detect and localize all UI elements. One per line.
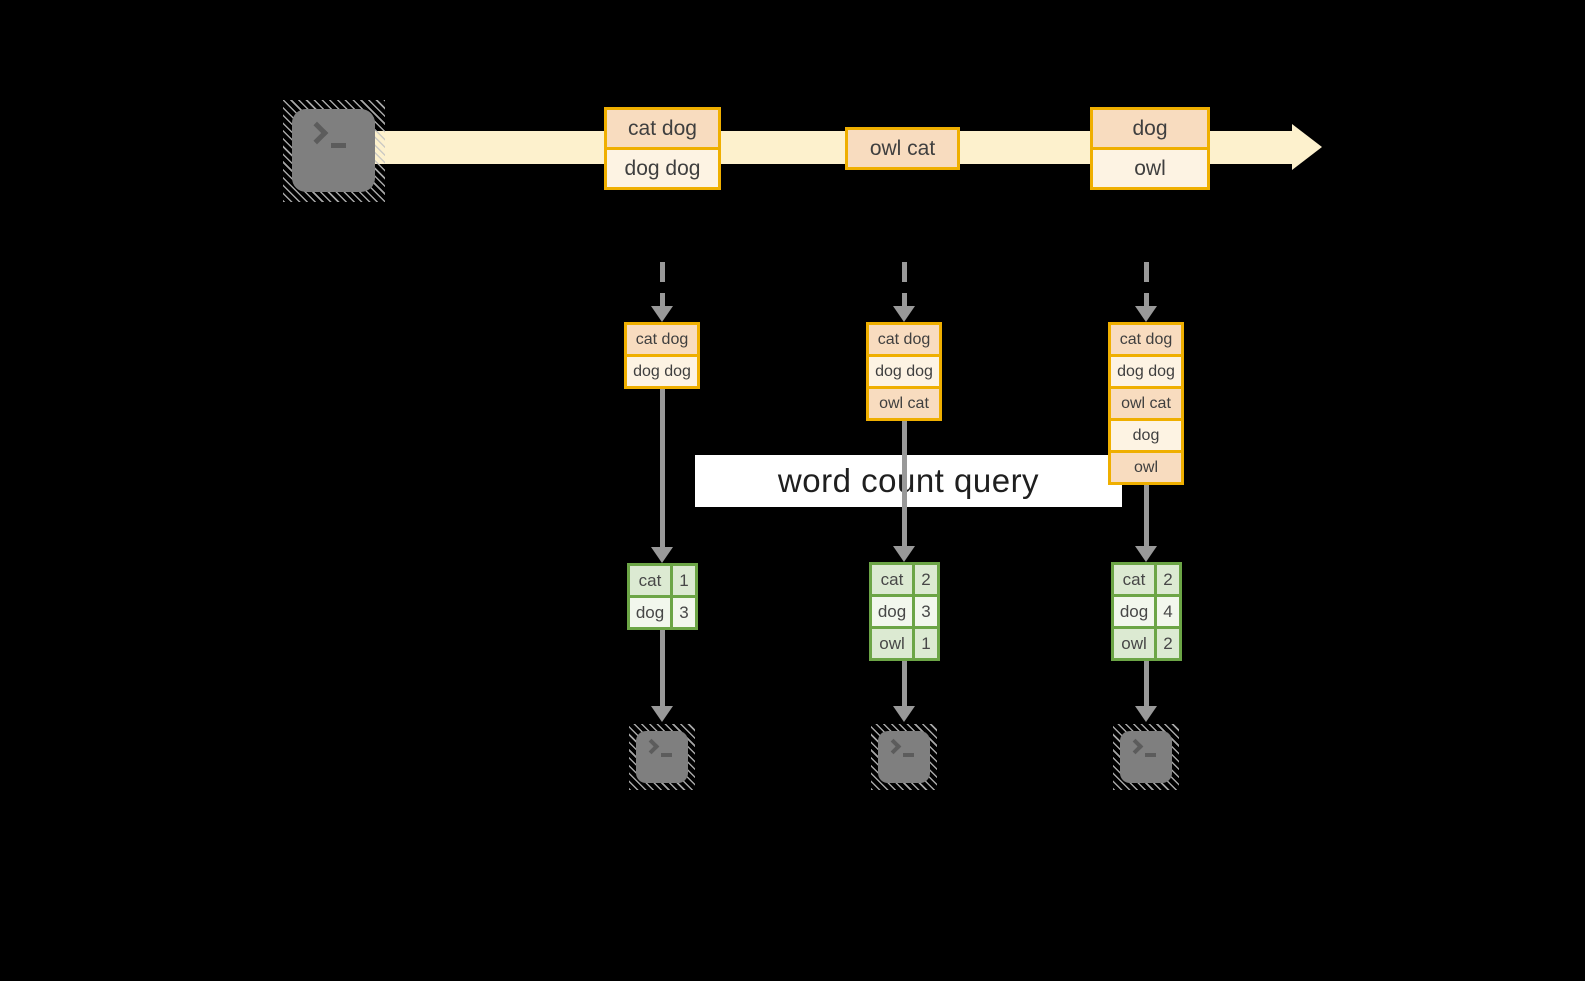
prompt-underscore-icon — [1145, 753, 1156, 757]
batch-item: owl — [1093, 147, 1207, 187]
ingest-arrowhead — [1135, 306, 1157, 322]
state-item: owl cat — [869, 386, 939, 418]
batch-item: owl cat — [848, 130, 957, 167]
output-arrowhead — [651, 706, 673, 722]
query-arrowhead — [1135, 546, 1157, 562]
terminal-icon — [871, 724, 937, 790]
terminal-icon — [629, 724, 695, 790]
prompt-chevron-icon — [643, 738, 660, 755]
count-cell: 2 — [1154, 565, 1179, 594]
count-cell: 3 — [670, 598, 695, 627]
count-cell: 2 — [912, 565, 937, 594]
count-cell: 1 — [670, 566, 695, 595]
stream-arrowhead — [1292, 124, 1322, 170]
table-row: cat 1 — [630, 566, 695, 595]
state-item: cat dog — [869, 325, 939, 354]
stream-batch: owl cat — [845, 127, 960, 170]
prompt-underscore-icon — [661, 753, 672, 757]
terminal-screen — [292, 109, 375, 192]
word-cell: cat — [630, 566, 670, 595]
terminal-screen — [878, 731, 930, 783]
output-arrowhead — [893, 706, 915, 722]
terminal-icon — [283, 100, 385, 202]
word-cell: cat — [1114, 565, 1154, 594]
output-arrow — [660, 630, 665, 706]
count-cell: 4 — [1154, 597, 1179, 626]
state-item: dog dog — [1111, 354, 1181, 386]
table-row: dog 3 — [872, 594, 937, 626]
terminal-icon — [1113, 724, 1179, 790]
prompt-chevron-icon — [1127, 738, 1144, 755]
batch-item: cat dog — [607, 110, 718, 147]
batch-item: dog dog — [607, 147, 718, 187]
terminal-screen — [1120, 731, 1172, 783]
stream-batch: cat dog dog dog — [604, 107, 721, 190]
word-count-table: cat 2 dog 3 owl 1 — [869, 562, 940, 661]
output-arrow — [1144, 661, 1149, 706]
state-item: dog dog — [627, 354, 697, 386]
prompt-chevron-icon — [885, 738, 902, 755]
count-cell: 2 — [1154, 629, 1179, 658]
prompt-chevron-icon — [305, 121, 329, 145]
count-cell: 1 — [912, 629, 937, 658]
output-arrow — [902, 661, 907, 706]
query-arrow — [1144, 485, 1149, 546]
table-row: owl 1 — [872, 626, 937, 658]
query-label: word count query — [695, 455, 1122, 507]
query-arrow — [902, 421, 907, 546]
state-item: owl — [1111, 450, 1181, 482]
output-arrowhead — [1135, 706, 1157, 722]
word-cell: dog — [872, 597, 912, 626]
query-arrow — [660, 389, 665, 547]
state-item: owl cat — [1111, 386, 1181, 418]
table-row: cat 2 — [1114, 565, 1179, 594]
ingest-arrowhead — [893, 306, 915, 322]
state-stack: cat dog dog dog owl cat — [866, 322, 942, 421]
word-count-table: cat 1 dog 3 — [627, 563, 698, 630]
stream-batch: dog owl — [1090, 107, 1210, 190]
ingest-arrow — [1144, 262, 1149, 306]
word-cell: cat — [872, 565, 912, 594]
query-arrowhead — [651, 547, 673, 563]
ingest-arrow — [902, 262, 907, 306]
word-cell: owl — [1114, 629, 1154, 658]
state-item: dog dog — [869, 354, 939, 386]
state-stack: cat dog dog dog — [624, 322, 700, 389]
prompt-underscore-icon — [331, 143, 346, 148]
word-cell: dog — [630, 598, 670, 627]
prompt-underscore-icon — [903, 753, 914, 757]
word-cell: dog — [1114, 597, 1154, 626]
state-item: cat dog — [1111, 325, 1181, 354]
state-item: dog — [1111, 418, 1181, 450]
table-row: cat 2 — [872, 565, 937, 594]
table-row: owl 2 — [1114, 626, 1179, 658]
table-row: dog 3 — [630, 595, 695, 627]
state-stack: cat dog dog dog owl cat dog owl — [1108, 322, 1184, 485]
state-item: cat dog — [627, 325, 697, 354]
ingest-arrowhead — [651, 306, 673, 322]
ingest-arrow — [660, 262, 665, 306]
terminal-screen — [636, 731, 688, 783]
table-row: dog 4 — [1114, 594, 1179, 626]
word-cell: owl — [872, 629, 912, 658]
batch-item: dog — [1093, 110, 1207, 147]
query-arrowhead — [893, 546, 915, 562]
count-cell: 3 — [912, 597, 937, 626]
word-count-table: cat 2 dog 4 owl 2 — [1111, 562, 1182, 661]
